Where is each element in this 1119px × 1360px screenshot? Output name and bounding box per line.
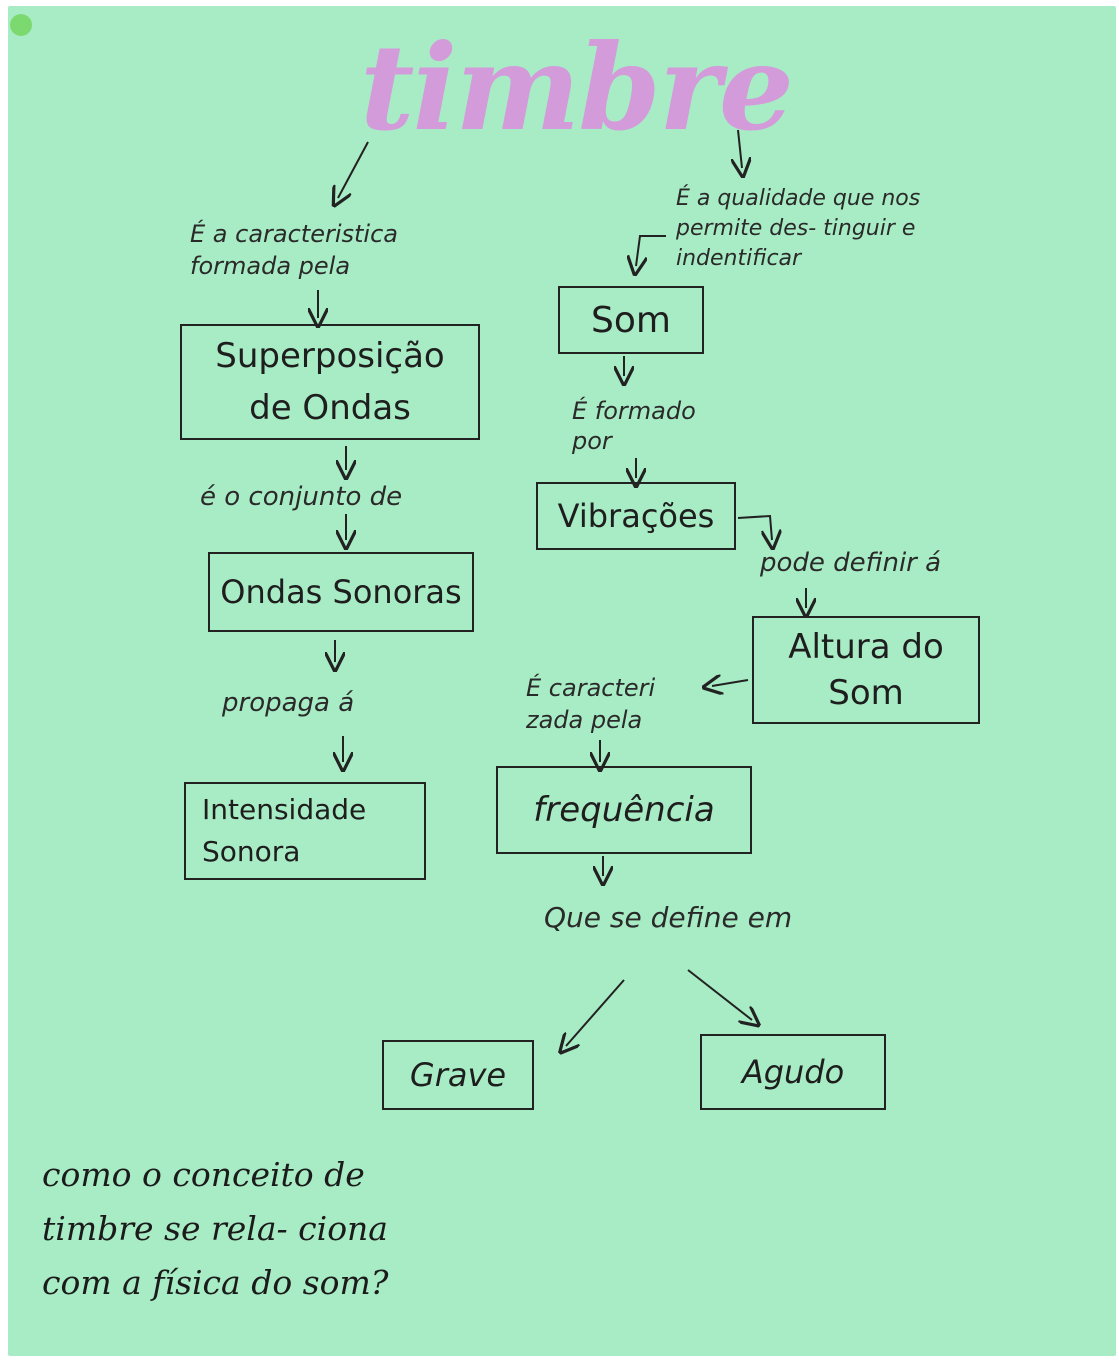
left-label-1: É a caracteristica formada pela [190, 220, 398, 280]
left-label-2: é o conjunto de [200, 482, 403, 512]
arrow-to-agudo [687, 969, 752, 1020]
paper-sheet [8, 6, 1116, 1356]
box-vibracoes: Vibrações [536, 482, 736, 550]
box-altura-do-som: Altura do Som [752, 616, 980, 724]
box-grave: Grave [382, 1040, 534, 1110]
arrow-right-4 [737, 514, 772, 540]
box-superposicao: Superposição de Ondas [180, 324, 480, 440]
right-label-4: É caracteri zada pela [526, 674, 656, 734]
box-ondas-sonoras: Ondas Sonoras [208, 552, 474, 632]
box-frequencia: frequência [496, 766, 752, 854]
diagram-title: timbre [360, 18, 794, 157]
arrow-to-grave [566, 979, 625, 1046]
box-som: Som [558, 286, 704, 354]
right-label-2: É formado por [572, 397, 696, 455]
question-text: como o conceito de timbre se rela- ciona… [42, 1155, 389, 1302]
right-label-1: É a qualidade que nos permite des- tingu… [676, 186, 921, 271]
arrow-title-right [738, 129, 742, 168]
arrow-right-1 [636, 235, 666, 266]
right-label-3: pode definir á [760, 548, 942, 578]
green-marker-dot [10, 14, 32, 36]
arrow-right-6 [712, 680, 749, 686]
arrow-title-left [338, 141, 369, 198]
right-label-5: Que se define em [544, 901, 793, 934]
box-agudo: Agudo [700, 1034, 886, 1110]
left-label-3: propaga á [222, 688, 355, 718]
box-intensidade-sonora: Intensidade Sonora [184, 782, 426, 880]
